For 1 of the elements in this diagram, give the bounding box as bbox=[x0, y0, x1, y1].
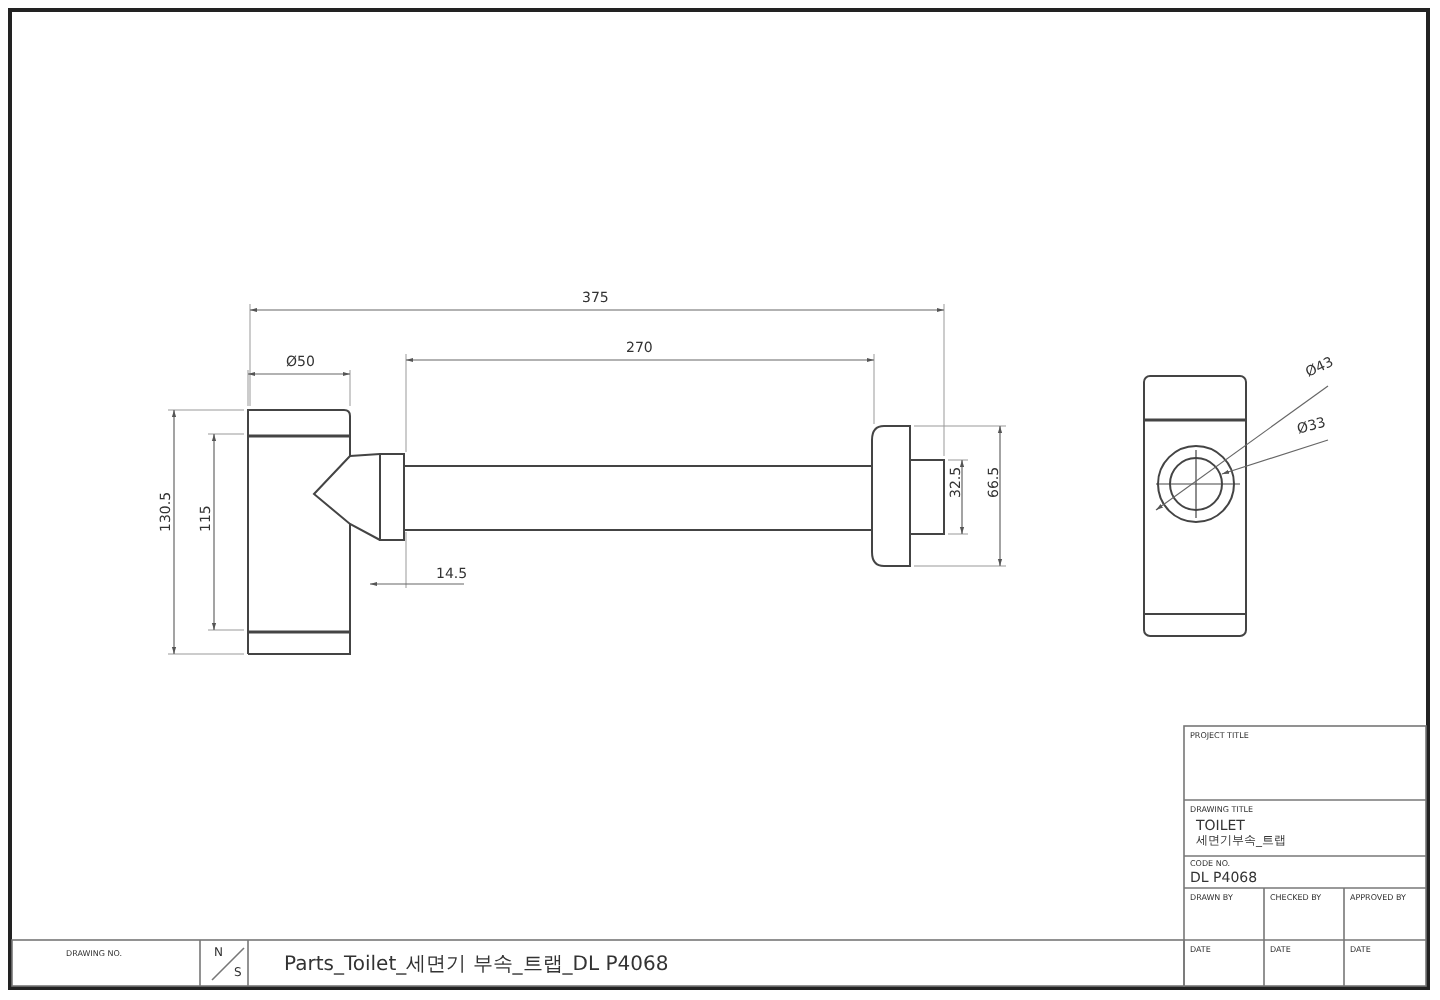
drawing-file-name: Parts_Toilet_세면기 부속_트랩_DL P4068 bbox=[284, 956, 669, 976]
